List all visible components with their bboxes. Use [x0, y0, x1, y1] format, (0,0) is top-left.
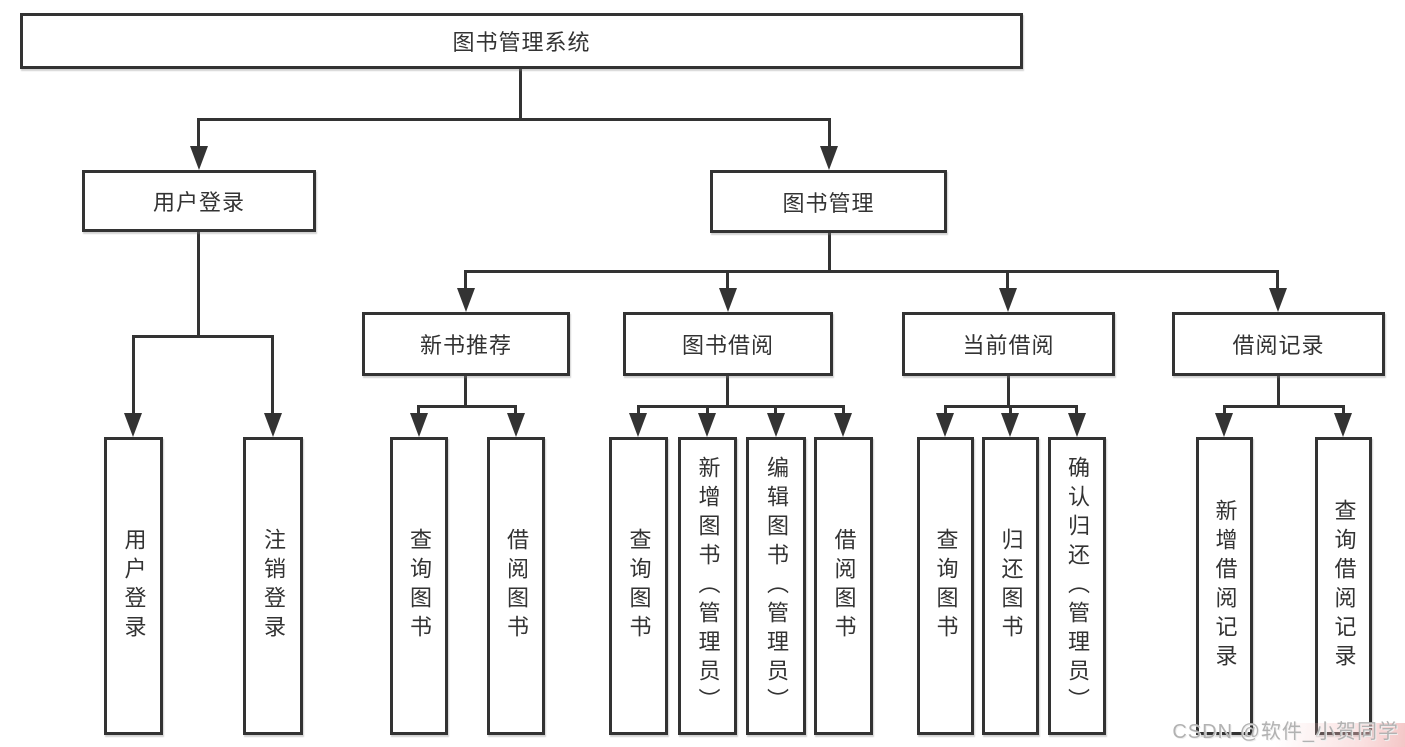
leaf-confirm-return-admin-label: 确认归还（管理员） — [1065, 455, 1090, 717]
connector-line — [1006, 270, 1009, 290]
leaf-edit-book-admin-label: 编辑图书（管理员） — [764, 455, 789, 717]
node-user-login-label: 用户登录 — [152, 190, 245, 215]
connector-line — [514, 405, 517, 415]
connector-line — [828, 233, 831, 272]
corner-tint — [1235, 723, 1405, 747]
arrow-down-icon — [507, 413, 525, 437]
leaf-query-borrow-record: 查询借阅记录 — [1315, 437, 1372, 735]
arrow-down-icon — [1334, 413, 1352, 437]
leaf-return-book-label: 归还图书 — [998, 528, 1024, 644]
node-new-book-recommend: 新书推荐 — [362, 312, 570, 376]
arrow-down-icon — [834, 413, 852, 437]
connector-line — [842, 405, 845, 415]
connector-line — [1276, 270, 1279, 290]
leaf-borrow-books-borrow: 借阅图书 — [814, 437, 873, 735]
leaf-query-books-current-label: 查询图书 — [933, 528, 959, 644]
connector-line — [197, 118, 831, 121]
node-book-management: 图书管理 — [710, 170, 947, 233]
node-current-borrow: 当前借阅 — [902, 312, 1115, 376]
node-borrow-records-label: 借阅记录 — [1232, 333, 1325, 358]
leaf-user-login-label: 用户登录 — [121, 528, 147, 644]
arrow-down-icon — [629, 413, 647, 437]
leaf-logout: 注销登录 — [243, 437, 303, 735]
arrow-down-icon — [457, 288, 475, 312]
leaf-query-books-current: 查询图书 — [917, 437, 974, 735]
connector-line — [519, 67, 522, 121]
arrow-down-icon — [1269, 288, 1287, 312]
connector-line — [706, 405, 709, 415]
leaf-query-borrow-record-label: 查询借阅记录 — [1331, 499, 1357, 673]
connector-line — [417, 405, 420, 415]
arrow-down-icon — [1215, 413, 1233, 437]
node-book-borrow: 图书借阅 — [623, 312, 833, 376]
connector-line — [1223, 405, 1226, 415]
connector-line — [1277, 376, 1280, 407]
connector-line — [132, 335, 274, 338]
leaf-return-book: 归还图书 — [982, 437, 1039, 735]
connector-line — [132, 335, 135, 415]
node-root: 图书管理系统 — [20, 13, 1023, 69]
arrow-down-icon — [1001, 413, 1019, 437]
connector-line — [1007, 376, 1010, 407]
leaf-query-books-recommend-label: 查询图书 — [407, 528, 432, 644]
arrow-down-icon — [999, 288, 1017, 312]
connector-line — [1342, 405, 1345, 415]
arrow-down-icon — [264, 413, 282, 437]
connector-line — [197, 118, 200, 148]
connector-line — [1223, 405, 1345, 408]
arrow-down-icon — [124, 413, 142, 437]
node-user-login: 用户登录 — [82, 170, 316, 232]
arrow-down-icon — [698, 413, 716, 437]
connector-line — [637, 405, 845, 408]
arrow-down-icon — [820, 146, 838, 170]
connector-line — [637, 405, 640, 415]
connector-line — [828, 118, 831, 148]
connector-line — [417, 405, 517, 408]
node-new-book-recommend-label: 新书推荐 — [419, 333, 512, 358]
node-root-label: 图书管理系统 — [452, 30, 591, 55]
arrow-down-icon — [410, 413, 428, 437]
leaf-query-books-borrow-label: 查询图书 — [626, 528, 652, 644]
arrow-down-icon — [190, 146, 208, 170]
leaf-user-login: 用户登录 — [104, 437, 163, 735]
leaf-borrow-books-recommend: 借阅图书 — [487, 437, 545, 735]
connector-line — [944, 405, 947, 415]
connector-line — [197, 232, 200, 338]
leaf-add-book-admin: 新增图书（管理员） — [678, 437, 737, 735]
leaf-edit-book-admin: 编辑图书（管理员） — [746, 437, 806, 735]
node-borrow-records: 借阅记录 — [1172, 312, 1385, 376]
leaf-query-books-recommend: 查询图书 — [390, 437, 448, 735]
connector-line — [726, 376, 729, 407]
watermark-text: CSDN @软件_小贺同学 — [1172, 721, 1399, 743]
arrow-down-icon — [936, 413, 954, 437]
node-book-borrow-label: 图书借阅 — [681, 333, 774, 358]
arrow-down-icon — [767, 413, 785, 437]
leaf-add-borrow-record-label: 新增借阅记录 — [1212, 499, 1238, 673]
node-book-management-label: 图书管理 — [782, 190, 875, 216]
arrow-down-icon — [719, 288, 737, 312]
connector-line — [271, 335, 274, 415]
connector-line — [464, 376, 467, 407]
node-current-borrow-label: 当前借阅 — [962, 333, 1055, 358]
connector-line — [464, 270, 1279, 273]
connector-line — [464, 270, 467, 290]
leaf-borrow-books-borrow-label: 借阅图书 — [831, 528, 857, 644]
leaf-add-borrow-record: 新增借阅记录 — [1196, 437, 1253, 735]
leaf-logout-label: 注销登录 — [261, 528, 286, 644]
connector-line — [1009, 405, 1012, 415]
leaf-borrow-books-recommend-label: 借阅图书 — [504, 528, 529, 644]
connector-line — [774, 405, 777, 415]
connector-line — [726, 270, 729, 290]
connector-line — [1075, 405, 1078, 415]
leaf-query-books-borrow: 查询图书 — [609, 437, 668, 735]
arrow-down-icon — [1068, 413, 1086, 437]
leaf-add-book-admin-label: 新增图书（管理员） — [695, 455, 721, 717]
leaf-confirm-return-admin: 确认归还（管理员） — [1048, 437, 1106, 735]
